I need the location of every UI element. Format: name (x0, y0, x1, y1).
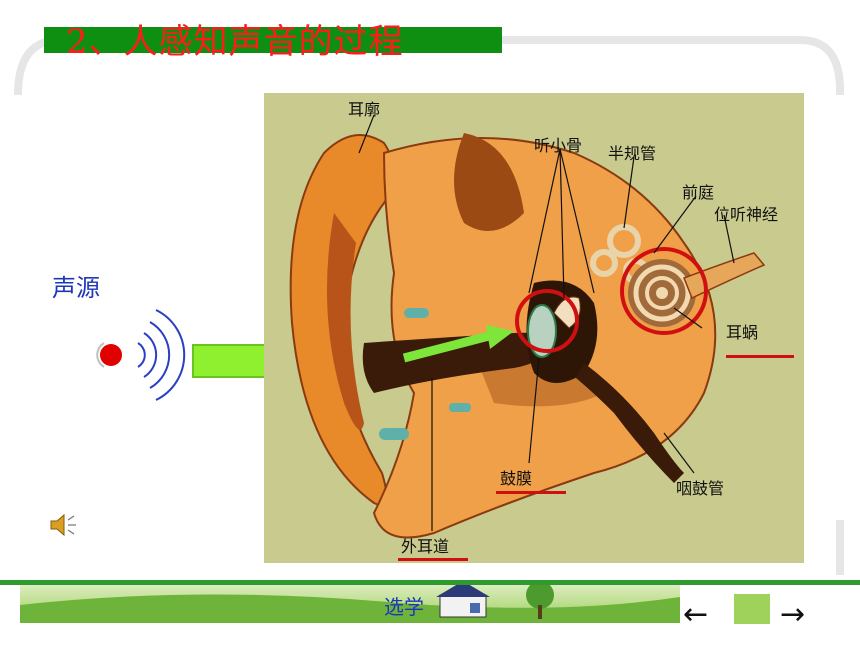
label-vestibule: 前庭 (682, 183, 715, 202)
title-bar (44, 27, 502, 53)
eardrum-underline (496, 491, 566, 494)
label-eustachian-tube: 咽鼓管 (676, 479, 725, 498)
label-cochlea: 耳蜗 (726, 323, 759, 342)
ear-diagram: 耳廓 听小骨 半规管 前庭 位听神经 耳蜗 鼓膜 咽鼓管 外耳道 (264, 93, 804, 563)
footer-divider (0, 580, 860, 585)
cochlea-underline (726, 355, 794, 358)
speaker-icon[interactable] (49, 512, 79, 538)
sound-source-dot (100, 344, 122, 366)
ear-anatomy-illustration (264, 93, 804, 563)
prev-slide-button[interactable]: ← (683, 597, 709, 632)
sound-wave-icon (96, 309, 186, 401)
page-title: 2、人感知声音的过程 (66, 22, 404, 62)
footer-landscape (20, 581, 680, 623)
label-pinna: 耳廓 (348, 100, 381, 119)
sound-source-label: 声源 (52, 274, 100, 302)
nav-home-button[interactable] (734, 594, 770, 624)
label-auditory-nerve: 位听神经 (714, 205, 779, 224)
label-eardrum: 鼓膜 (500, 469, 533, 488)
footer-optional-label[interactable]: 选学 (384, 595, 424, 619)
label-ossicles: 听小骨 (534, 136, 583, 155)
label-semicircular-canals: 半规管 (608, 144, 657, 163)
label-ear-canal: 外耳道 (401, 537, 450, 556)
next-slide-button[interactable]: → (780, 597, 806, 632)
ear-canal-underline (398, 558, 468, 561)
